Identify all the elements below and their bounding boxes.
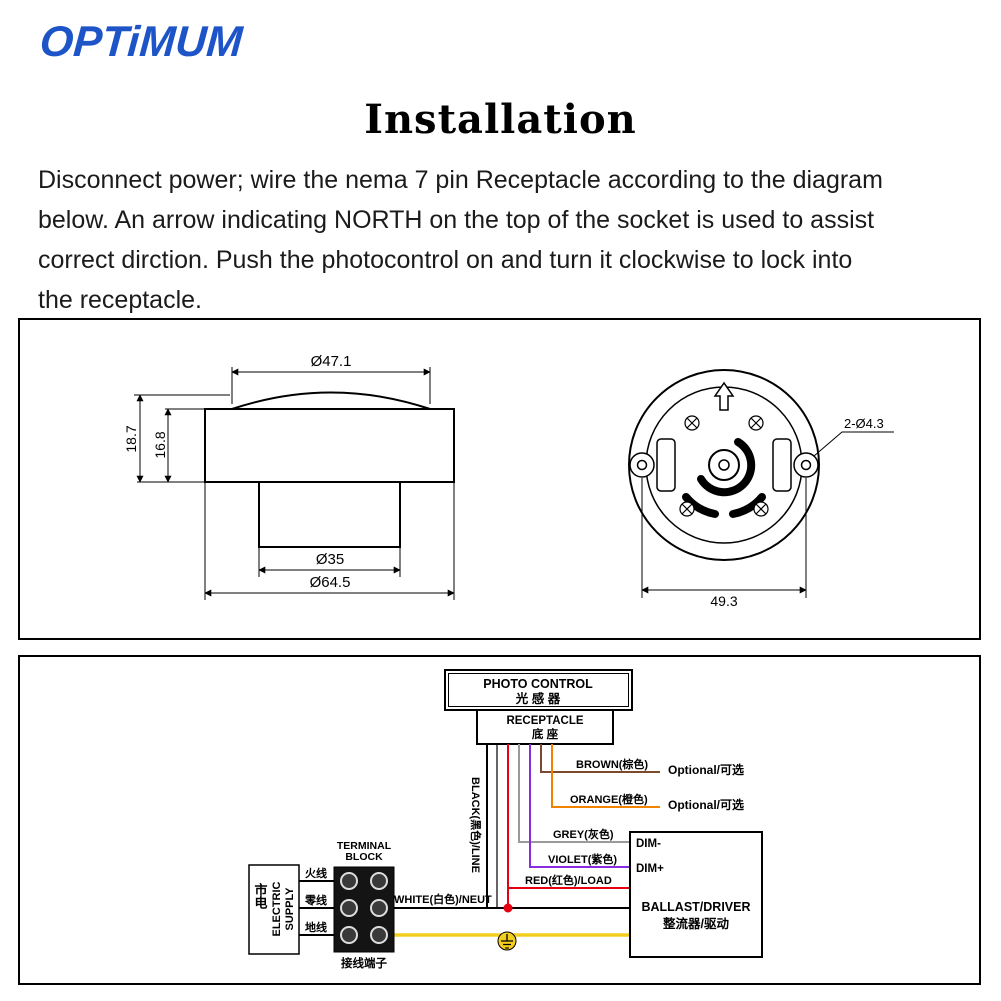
dim-hole-spacing: 49.3 bbox=[710, 593, 737, 609]
supply-label-1: ELECTRIC bbox=[271, 881, 283, 936]
north-arrow bbox=[713, 381, 735, 411]
terminal-block-label-1: TERMINAL bbox=[337, 840, 392, 852]
dim-plus-label: DIM+ bbox=[636, 863, 664, 875]
black-wire-label: BLACK(黑色)/LINE bbox=[469, 777, 483, 873]
grey-wire bbox=[518, 744, 630, 843]
page-title: Installation bbox=[364, 96, 637, 143]
intro-line: Disconnect power; wire the nema 7 pin Re… bbox=[38, 166, 883, 194]
supply-live-label: 火线 bbox=[305, 866, 327, 880]
supply-earth-label: 地线 bbox=[305, 920, 327, 934]
dimension-drawing-panel: Ø47.1 18.7 16.8 Ø35 Ø64.5 bbox=[18, 318, 981, 640]
brand-logo: OPTiMUM bbox=[38, 18, 244, 66]
intro-line: the receptacle. bbox=[38, 286, 202, 314]
ballast-label-zh: 整流器/驱动 bbox=[663, 916, 729, 931]
wire-junction-dot bbox=[503, 903, 513, 913]
brown-wire-label: BROWN(棕色) bbox=[576, 757, 648, 771]
pin-circles bbox=[679, 415, 769, 517]
side-view-dimensions: Ø47.1 18.7 16.8 Ø35 Ø64.5 bbox=[123, 353, 455, 600]
dim-inner-diameter: Ø35 bbox=[316, 551, 344, 568]
photo-control-box bbox=[444, 669, 633, 711]
terminal-block-label-zh: 接线端子 bbox=[341, 956, 387, 970]
brown-optional-note: Optional/可选 bbox=[668, 762, 744, 777]
ground-symbol bbox=[497, 931, 517, 951]
brown-wire bbox=[540, 744, 660, 773]
receptacle-label: RECEPTACLE bbox=[506, 715, 583, 727]
white-wire-label: WHITE(白色)/NEUT bbox=[394, 892, 492, 906]
wiring-diagram-svg: PHOTO CONTROL 光 感 器 RECEPTACLE 底 座 BLACK… bbox=[248, 669, 763, 970]
dim-top-diameter: Ø47.1 bbox=[311, 353, 352, 370]
dim-mount-holes: 2-Ø4.3 bbox=[844, 416, 884, 431]
dim-base-diameter: Ø64.5 bbox=[310, 574, 351, 591]
mounting-ears bbox=[629, 452, 819, 478]
red-wire-label: RED(红色)/LOAD bbox=[525, 873, 612, 887]
photo-control-label-zh: 光 感 器 bbox=[515, 691, 561, 706]
dimension-drawing-svg: Ø47.1 18.7 16.8 Ø35 Ø64.5 bbox=[123, 353, 894, 609]
terminal-block bbox=[333, 866, 395, 953]
orange-wire-label: ORANGE(橙色) bbox=[570, 792, 648, 806]
supply-label-2: SUPPLY bbox=[284, 887, 296, 931]
photo-control-label: PHOTO CONTROL bbox=[483, 677, 593, 691]
side-view-drawing bbox=[204, 391, 455, 548]
ballast-box bbox=[629, 831, 763, 958]
supply-label-zh: 市电 bbox=[253, 882, 268, 910]
intro-line: below. An arrow indicating NORTH on the … bbox=[38, 206, 875, 234]
top-view-drawing bbox=[628, 369, 820, 561]
orange-optional-note: Optional/可选 bbox=[668, 797, 744, 812]
orange-wire bbox=[551, 744, 660, 808]
wiring-diagram-panel: PHOTO CONTROL 光 感 器 RECEPTACLE 底 座 BLACK… bbox=[18, 655, 981, 985]
terminal-block-label-2: BLOCK bbox=[345, 851, 383, 863]
dim-minus-label: DIM- bbox=[636, 838, 661, 850]
receptacle-box bbox=[476, 709, 614, 745]
electric-supply-box bbox=[248, 864, 334, 955]
dim-total-height: 18.7 bbox=[123, 425, 139, 452]
violet-wire bbox=[529, 744, 630, 868]
wires bbox=[394, 744, 660, 937]
intro-paragraph: Disconnect power; wire the nema 7 pin Re… bbox=[38, 160, 883, 320]
supply-neutral-label: 零线 bbox=[304, 893, 327, 907]
receptacle-label-zh: 底 座 bbox=[532, 727, 559, 741]
grey-wire-label: GREY(灰色) bbox=[553, 827, 614, 841]
violet-wire-label: VIOLET(紫色) bbox=[548, 852, 617, 866]
dim-body-height: 16.8 bbox=[152, 431, 168, 458]
top-view-dimensions: 2-Ø4.3 49.3 bbox=[641, 416, 894, 609]
intro-line: correct dirction. Push the photocontrol … bbox=[38, 246, 853, 274]
ballast-label: BALLAST/DRIVER bbox=[641, 900, 750, 914]
